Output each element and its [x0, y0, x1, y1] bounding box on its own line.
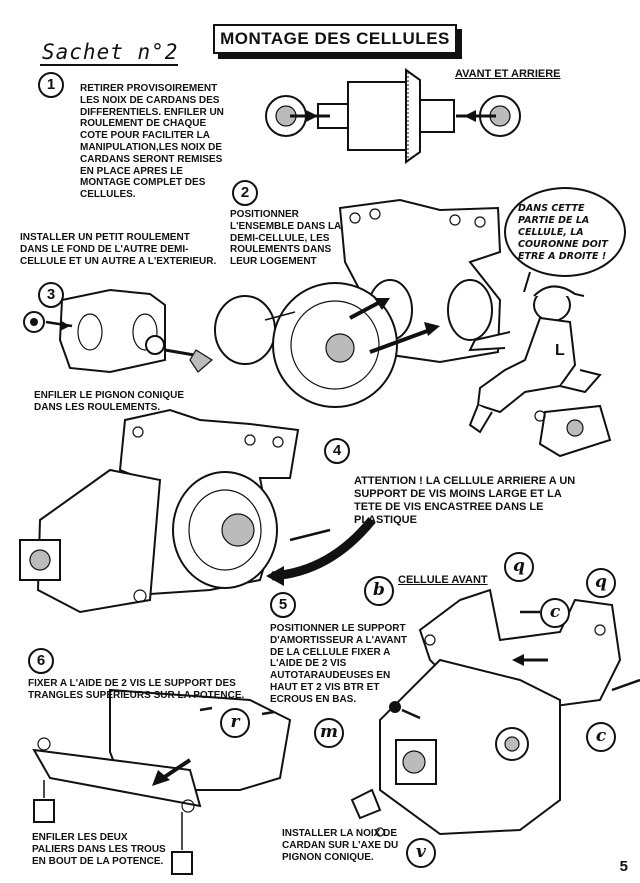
page-number: 5: [619, 858, 628, 875]
bag-label: Sachet n°2: [42, 40, 179, 64]
mechanic-character: L: [468, 271, 602, 434]
step-4-number: 4: [324, 438, 350, 464]
differential-diagram: [265, 68, 521, 164]
step-1-number: 1: [38, 72, 64, 98]
page-title: MONTAGE DES CELLULES: [213, 24, 457, 54]
speech-bubble-text: DANS CETTE PARTIE DE LA CELLULE, LA COUR…: [518, 203, 608, 262]
step-5-number: 5: [270, 592, 296, 618]
step-2-text: POSITIONNER L'ENSEMBLE DANS LA DEMI-CELL…: [230, 209, 341, 268]
step-3-number: 3: [38, 282, 64, 308]
step-5-install-text: INSTALLER LA NOIX DE CARDAN SUR L'AXE DU…: [282, 828, 399, 863]
part-label-q: q: [586, 568, 616, 598]
part-label-m: m: [314, 718, 344, 748]
step-4-warning-text: ATTENTION ! LA CELLULE ARRIERE A UN SUPP…: [354, 475, 576, 526]
step-5-text: POSITIONNER LE SUPPORT D'AMORTISSEUR A L…: [270, 623, 407, 705]
front-cell-label: CELLULE AVANT: [398, 574, 488, 586]
full-cell-diagram: [19, 408, 376, 614]
cap-logo: L: [555, 342, 565, 359]
half-cell-diagram: [214, 198, 502, 408]
step-6-number: 6: [28, 648, 54, 674]
part-label-v: v: [406, 838, 436, 868]
step-6-install-text: ENFILER LES DEUX PALIERS DANS LES TROUS …: [32, 832, 166, 867]
bag-label-underline: [40, 64, 178, 66]
potence-diagram: [32, 688, 292, 875]
part-label-c: c: [540, 598, 570, 628]
pinion-diagram: [23, 288, 214, 374]
step-1-text: RETIRER PROVISOIREMENT LES NOIX DE CARDA…: [80, 83, 224, 201]
speech-bubble: [504, 187, 626, 277]
step-6-text: FIXER A L'AIDE DE 2 VIS LE SUPPORT DES T…: [28, 678, 245, 701]
part-label-c: c: [586, 722, 616, 752]
step-2-install-text: INSTALLER UN PETIT ROULEMENT DANS LE FON…: [20, 232, 217, 267]
assembled-part-small: [534, 404, 612, 458]
front-rear-label: AVANT ET ARRIERE: [455, 68, 561, 80]
section-letter-b: b: [364, 576, 394, 606]
step-2-number: 2: [232, 180, 258, 206]
front-cell-diagram: [350, 588, 640, 837]
part-label-r: r: [220, 708, 250, 738]
step-3-text: ENFILER LE PIGNON CONIQUE DANS LES ROULE…: [34, 390, 185, 413]
part-label-q: q: [504, 552, 534, 582]
